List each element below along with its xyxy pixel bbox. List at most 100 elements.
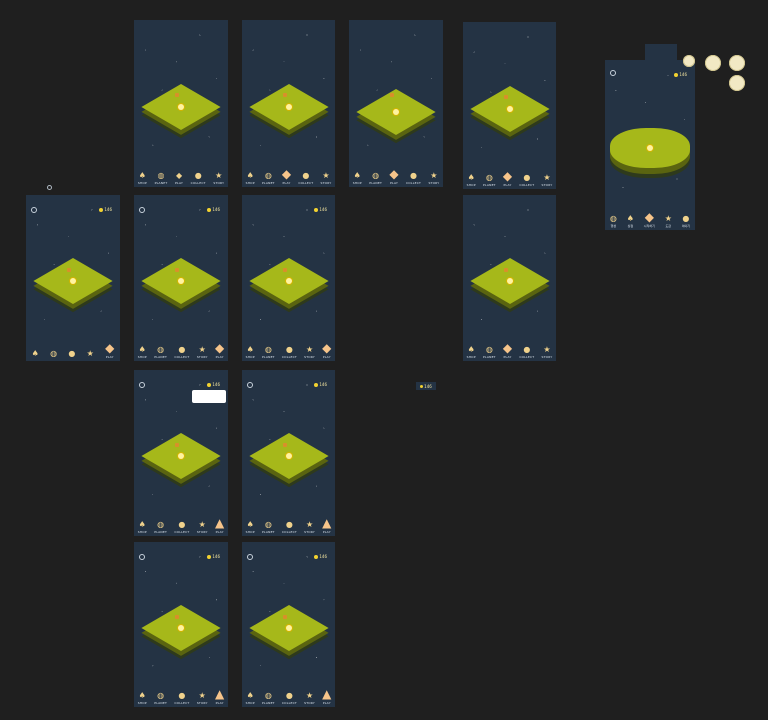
collect-icon: ● xyxy=(285,691,293,700)
nav-play[interactable]: ◆PLAY xyxy=(322,341,332,360)
nav-planet[interactable]: ◍PLANET xyxy=(369,171,382,185)
nav-play[interactable]: ◆PLAY xyxy=(281,167,292,186)
nav-story[interactable]: ★STORY xyxy=(304,691,315,705)
nav-collect[interactable]: ●COLLECT xyxy=(298,171,314,185)
nav-play[interactable]: ◆PLAY xyxy=(175,171,184,185)
nav-play[interactable]: ◆PLAY xyxy=(215,341,225,360)
nav-shop[interactable]: ♠SHOP xyxy=(245,520,255,534)
nav-planet[interactable]: ◍PLANET xyxy=(261,345,275,359)
nav-story[interactable]: ★STORY xyxy=(541,173,553,187)
nav-shop[interactable]: ♠SHOP xyxy=(245,345,255,359)
nav-planet[interactable]: ◍PLANET xyxy=(154,345,167,359)
sun-icon[interactable] xyxy=(705,55,721,71)
screen-variant-1: ♠SHOP ◍PLANET ◆PLAY ●COLLECT ★STORY xyxy=(134,20,228,187)
nav-shop[interactable]: ♠상점 xyxy=(626,214,634,228)
nav-story[interactable]: ★STORY xyxy=(304,520,315,534)
nav-shop[interactable]: ♠SHOP xyxy=(466,345,476,359)
coin-icon[interactable] xyxy=(729,75,745,91)
nav-collect[interactable]: ★도감 xyxy=(664,214,672,228)
nav-collect[interactable]: ●COLLECT xyxy=(281,520,297,534)
nav-story[interactable]: ★STORY xyxy=(304,345,315,359)
nav-shop[interactable]: ♠ xyxy=(32,349,39,359)
nav-planet[interactable]: ◍PLANET xyxy=(482,173,496,187)
nav-shop[interactable]: ♠SHOP xyxy=(352,171,362,185)
nav-play[interactable]: ▲PLAY xyxy=(322,516,332,535)
nav-story[interactable]: ★STORY xyxy=(196,691,208,705)
bottom-nav: ♠SHOP ◍PLANET ●COLLECT ★STORY ◆PLAY xyxy=(242,337,335,361)
nav-collect[interactable]: ●COLLECT xyxy=(174,345,190,359)
bottom-nav: ♠SHOP ◍PLANET ●COLLECT ★STORY ◆PLAY xyxy=(134,337,228,361)
nav-story[interactable]: ★STORY xyxy=(541,345,553,359)
cat-play-icon: ◆ xyxy=(105,341,115,355)
planet-icon: ◍ xyxy=(157,171,165,180)
nav-play[interactable]: ▲PLAY xyxy=(322,687,332,706)
nav-play[interactable]: ◆PLAY xyxy=(502,341,513,360)
nav-story[interactable]: ★STORY xyxy=(320,171,332,185)
sprout-icon xyxy=(282,614,287,619)
gear-icon[interactable] xyxy=(247,554,253,560)
gear-icon[interactable] xyxy=(139,207,145,213)
nav-collect[interactable]: ●COLLECT xyxy=(519,345,535,359)
nav-planet[interactable]: ◍PLANET xyxy=(261,171,275,185)
nav-collect[interactable]: ● xyxy=(68,349,75,359)
screen-variant-korean: 146 ◍행성 ♠상점 ◆시작하기 ★도감 ●이야기 xyxy=(605,60,695,230)
collect-icon: ● xyxy=(302,171,310,180)
nav-story[interactable]: ★ xyxy=(87,349,94,359)
coin-badge: 146 xyxy=(674,72,687,77)
planet-icon: ◍ xyxy=(609,214,617,223)
gear-icon[interactable] xyxy=(139,382,145,388)
nav-story[interactable]: ★STORY xyxy=(196,345,208,359)
screen-variant-3: ♠SHOP ◍PLANET ◆PLAY ●COLLECT ★STORY xyxy=(349,20,443,187)
nav-shop[interactable]: ♠SHOP xyxy=(245,691,255,705)
collect-icon: ● xyxy=(194,171,202,180)
nav-play[interactable]: ◆PLAY xyxy=(389,167,399,186)
nav-shop[interactable]: ♠SHOP xyxy=(466,173,476,187)
gear-icon[interactable] xyxy=(247,382,253,388)
nav-play[interactable]: ▲PLAY xyxy=(215,687,225,706)
nav-planet[interactable]: ◍PLANET xyxy=(154,520,167,534)
bottom-nav: ♠SHOP ◍PLANET ●COLLECT ★STORY ▲PLAY xyxy=(134,683,228,707)
cake-icon[interactable] xyxy=(729,55,745,71)
nav-collect[interactable]: ●COLLECT xyxy=(174,691,190,705)
gear-icon[interactable] xyxy=(31,207,37,213)
bottom-nav: ♠SHOP ◍PLANET ◆PLAY ●COLLECT ★STORY xyxy=(134,163,228,187)
gear-icon[interactable] xyxy=(139,554,145,560)
flower-icon xyxy=(647,145,653,152)
nav-collect[interactable]: ●COLLECT xyxy=(519,173,535,187)
nav-shop[interactable]: ♠SHOP xyxy=(137,691,147,705)
nav-story[interactable]: ★STORY xyxy=(196,520,208,534)
nav-play[interactable]: ◆시작하기 xyxy=(643,210,655,229)
nav-story[interactable]: ★STORY xyxy=(428,171,440,185)
nav-planet[interactable]: ◍PLANET xyxy=(154,171,168,185)
screen-variant-8: ♠SHOP ◍PLANET ◆PLAY ●COLLECT ★STORY xyxy=(463,195,556,361)
nav-collect[interactable]: ●COLLECT xyxy=(281,345,297,359)
nav-planet[interactable]: ◍PLANET xyxy=(261,520,275,534)
planet-icon: ◍ xyxy=(372,171,380,180)
nav-collect[interactable]: ●COLLECT xyxy=(174,520,190,534)
nav-planet[interactable]: ◍PLANET xyxy=(261,691,275,705)
cat-play-icon: ◆ xyxy=(644,210,654,224)
nav-collect[interactable]: ●COLLECT xyxy=(406,171,422,185)
nav-story[interactable]: ★STORY xyxy=(213,171,225,185)
nav-collect[interactable]: ●COLLECT xyxy=(281,691,297,705)
gear-icon[interactable] xyxy=(47,185,52,190)
nav-planet[interactable]: ◍PLANET xyxy=(154,691,167,705)
nav-story[interactable]: ●이야기 xyxy=(681,214,691,228)
nav-shop[interactable]: ♠SHOP xyxy=(137,171,147,185)
nav-collect[interactable]: ●COLLECT xyxy=(190,171,206,185)
nav-shop[interactable]: ♠SHOP xyxy=(137,520,147,534)
nav-planet[interactable]: ◍ xyxy=(50,349,57,359)
cookie-icon[interactable] xyxy=(683,55,695,67)
nav-planet[interactable]: ◍PLANET xyxy=(482,345,496,359)
nav-play[interactable]: ◆PLAY xyxy=(105,341,115,360)
coin-icon xyxy=(314,382,319,387)
nav-shop[interactable]: ♠SHOP xyxy=(137,345,147,359)
nav-shop[interactable]: ♠SHOP xyxy=(245,171,255,185)
nav-planet[interactable]: ◍행성 xyxy=(609,214,617,228)
planet-icon: ◍ xyxy=(264,691,272,700)
cat-play-icon: ◆ xyxy=(502,341,513,355)
nav-play[interactable]: ▲PLAY xyxy=(215,516,225,535)
gear-icon[interactable] xyxy=(610,70,616,76)
nav-play[interactable]: ◆PLAY xyxy=(502,169,513,188)
coin-icon xyxy=(314,207,319,212)
